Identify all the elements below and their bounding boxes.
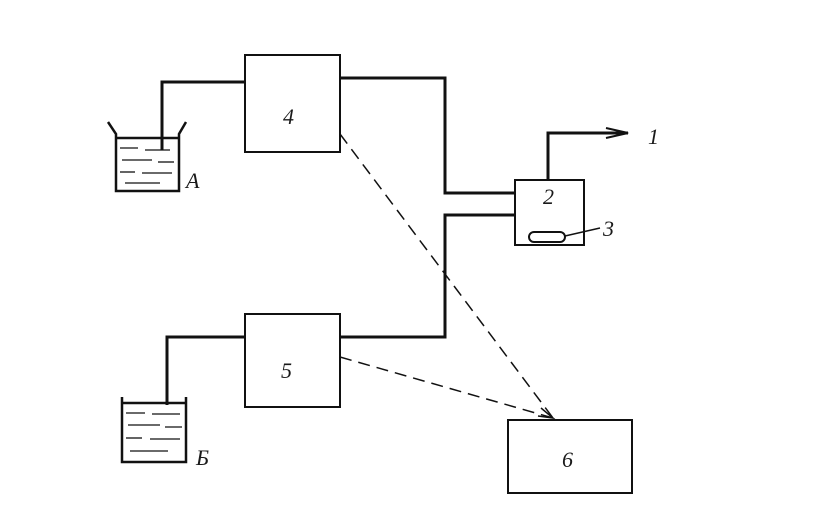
beaker-b-liquid xyxy=(126,412,182,452)
beaker-a-liquid xyxy=(120,147,174,184)
sensor-3 xyxy=(528,231,566,243)
tube-b-to-5 xyxy=(165,335,245,405)
beaker-a xyxy=(106,121,188,193)
signal-arrow-icon xyxy=(537,407,556,420)
block-4 xyxy=(244,54,341,153)
tubing xyxy=(160,76,628,405)
signal-5-to-6 xyxy=(339,356,554,419)
block-5 xyxy=(244,313,341,408)
label-a: A xyxy=(184,168,200,193)
cell-2 xyxy=(514,179,585,246)
label-4: 4 xyxy=(283,104,294,129)
label-5: 5 xyxy=(281,358,292,383)
tube-a-to-4 xyxy=(160,80,245,150)
label-3: 3 xyxy=(602,216,614,241)
label-6: 6 xyxy=(562,447,573,472)
label-1: 1 xyxy=(648,124,659,149)
block-6 xyxy=(507,419,633,494)
beaker-b xyxy=(120,397,188,464)
sensor-leader-line xyxy=(564,227,601,237)
tube-4-to-2 xyxy=(340,76,515,195)
label-b: Б xyxy=(195,445,209,470)
tube-outlet xyxy=(546,131,628,180)
signal-lines xyxy=(339,133,554,419)
signal-4-to-6 xyxy=(339,133,554,419)
tube-5-to-2 xyxy=(340,213,515,339)
outlet-arrow-icon xyxy=(605,127,629,139)
label-2: 2 xyxy=(543,184,554,209)
